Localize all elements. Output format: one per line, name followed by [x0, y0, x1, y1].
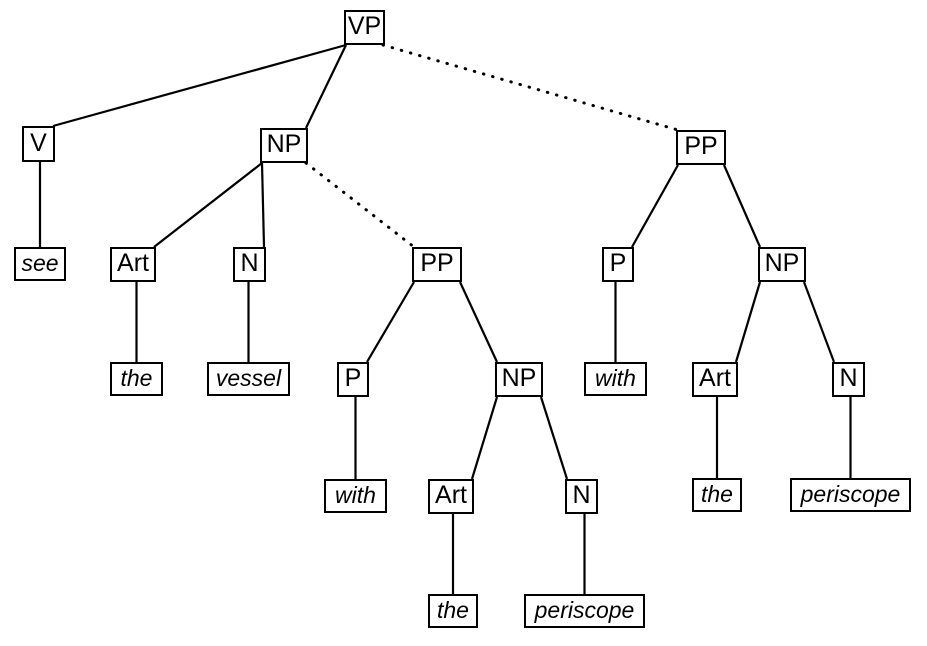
node-label: see: [21, 249, 59, 276]
node-label: the: [437, 596, 469, 623]
node-label: VP: [347, 12, 382, 40]
node-label: P: [344, 364, 362, 392]
tree-edge-np1-to-n1: [260, 162, 266, 248]
category-node-pp_right: PP: [676, 130, 726, 165]
leaf-node-peri_right: periscope: [790, 478, 911, 512]
node-label: NP: [501, 364, 537, 392]
category-node-np_mid: NP: [495, 362, 543, 397]
tree-edge-np1-to-art1: [153, 162, 263, 248]
leaf-node-peri_mid: periscope: [524, 594, 645, 628]
leaf-node-vessel: vessel: [207, 362, 290, 396]
leaf-node-the_mid: the: [428, 594, 478, 628]
category-node-p_right: P: [602, 247, 634, 282]
category-node-np1: NP: [260, 128, 308, 163]
tree-edge-np_mid-to-art_mid: [470, 396, 499, 480]
tree-edge-pp_mid-to-p_mid: [366, 281, 415, 363]
node-label: Art: [699, 364, 731, 392]
category-node-v: V: [22, 126, 55, 162]
category-node-vp: VP: [344, 10, 385, 45]
node-label: V: [30, 128, 47, 157]
leaf-node-the1: the: [110, 362, 163, 396]
tree-edge-pp_right-to-p_right: [631, 164, 679, 248]
tree-edge-pp_right-to-np_right: [722, 164, 762, 248]
node-label: with: [595, 364, 636, 391]
category-node-n_right: N: [832, 362, 865, 397]
node-label: the: [701, 480, 733, 507]
tree-edge-vp-to-np1: [305, 44, 347, 129]
category-node-art_right: Art: [692, 362, 738, 397]
tree-edge-np_right-to-art_right: [734, 281, 762, 363]
node-label: NP: [764, 249, 800, 277]
tree-edge-pp_mid-to-np_mid: [459, 281, 498, 363]
node-label: with: [335, 481, 376, 508]
leaf-node-with_right: with: [584, 362, 647, 396]
tree-edge-np_mid-to-n_mid: [539, 396, 569, 480]
tree-edge-np1-to-pp_mid: [304, 161, 416, 249]
category-node-np_right: NP: [758, 247, 806, 282]
node-label: PP: [684, 132, 718, 160]
category-node-p_mid: P: [337, 362, 369, 397]
leaf-node-see: see: [14, 247, 66, 281]
node-label: periscope: [534, 596, 635, 623]
node-label: N: [572, 481, 591, 509]
node-label: periscope: [800, 480, 901, 507]
node-label: vessel: [215, 364, 282, 391]
category-node-art1: Art: [110, 247, 156, 282]
category-node-n_mid: N: [565, 479, 598, 514]
leaf-node-with_mid: with: [324, 479, 387, 513]
node-label: PP: [420, 249, 454, 277]
category-node-pp_mid: PP: [412, 247, 462, 282]
leaf-node-the_right: the: [692, 478, 742, 512]
node-label: N: [839, 364, 858, 392]
node-label: Art: [435, 481, 467, 509]
node-label: NP: [266, 130, 302, 158]
node-label: Art: [117, 249, 149, 277]
category-node-art_mid: Art: [428, 479, 474, 514]
tree-edge-np_right-to-n_right: [802, 281, 836, 363]
node-label: P: [609, 249, 627, 277]
node-label: the: [120, 364, 153, 391]
tree-edge-vp-to-v: [52, 43, 347, 128]
category-node-n1: N: [233, 247, 266, 282]
tree-edge-vp-to-pp_right: [381, 43, 680, 132]
node-label: N: [240, 249, 259, 277]
